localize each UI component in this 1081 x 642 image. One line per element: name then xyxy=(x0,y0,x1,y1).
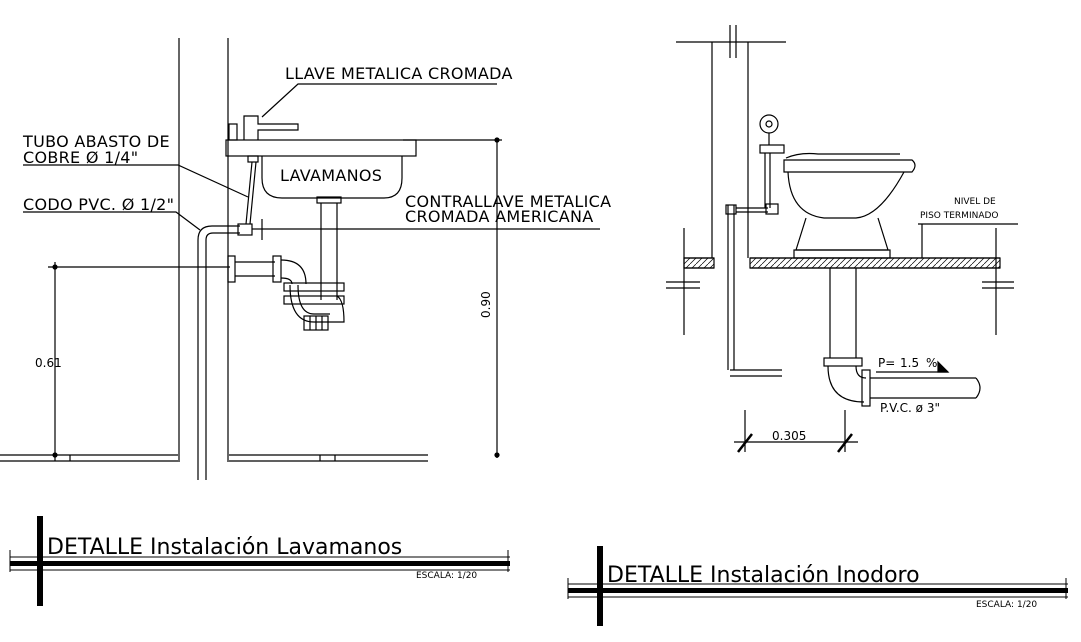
lavamanos-label: LAVAMANOS xyxy=(280,166,382,185)
inodoro-detail xyxy=(666,25,1018,453)
dimension-0-61: 0.61 xyxy=(35,356,62,370)
tubo-label-line2: COBRE Ø 1/4" xyxy=(23,148,138,167)
nivel-leader xyxy=(918,223,1018,258)
dimension-0-305 xyxy=(734,410,858,453)
slope-value: 1.5 xyxy=(900,356,919,370)
toilet-supply xyxy=(725,153,782,377)
tubo-label-line1: TUBO ABASTO DE xyxy=(22,132,170,151)
contrallave-label-line1: CONTRALLAVE METALICA xyxy=(405,192,611,211)
inodoro-wall xyxy=(676,25,786,258)
pipe-label: P.V.C. ø 3" xyxy=(880,401,940,415)
lavamanos-detail xyxy=(0,38,600,480)
codo-label: CODO PVC. Ø 1/2" xyxy=(23,195,174,214)
floor-line xyxy=(0,454,428,462)
toilet-drain xyxy=(823,268,981,407)
llave-label: LLAVE METALICA CROMADA xyxy=(285,64,513,83)
contrallave-label-line2: CROMADA AMERICANA xyxy=(405,207,594,226)
slope-prefix: P= xyxy=(878,356,895,370)
nivel-label-line2: PISO TERMINADO xyxy=(920,211,999,221)
dimension-0-305-label: 0.305 xyxy=(772,429,806,443)
inodoro-scale: ESCALA: 1/20 xyxy=(976,600,1037,610)
lavamanos-title: DETALLE Instalación Lavamanos xyxy=(47,535,402,560)
copper-tube xyxy=(245,161,257,225)
nivel-label-line1: NIVEL DE xyxy=(954,197,996,207)
faucet xyxy=(228,115,299,141)
lavamanos-labels: LLAVE METALICA CROMADA TUBO ABASTO DE CO… xyxy=(22,64,611,370)
inodoro-labels: NIVEL DE PISO TERMINADO P= 1.5 % P.V.C. … xyxy=(772,197,999,443)
wall-outlet-elbow xyxy=(227,255,307,285)
dimension-0-90: 0.90 xyxy=(479,291,493,318)
drain-trap xyxy=(283,196,345,331)
toilet xyxy=(759,114,916,259)
slope-unit: % xyxy=(926,356,937,370)
inodoro-title-block: DETALLE Instalación Inodoro ESCALA: 1/20 xyxy=(567,546,1068,626)
sink-basin xyxy=(225,139,417,199)
supply-pipe xyxy=(197,223,253,480)
contrallave-valve xyxy=(252,219,263,240)
leader-lines xyxy=(23,83,600,231)
floor-slab xyxy=(666,228,1014,335)
dimension-lines xyxy=(48,137,502,458)
lavamanos-scale: ESCALA: 1/20 xyxy=(416,571,477,581)
lavamanos-title-block: DETALLE Instalación Lavamanos ESCALA: 1/… xyxy=(9,516,510,606)
inodoro-title: DETALLE Instalación Inodoro xyxy=(607,563,920,588)
